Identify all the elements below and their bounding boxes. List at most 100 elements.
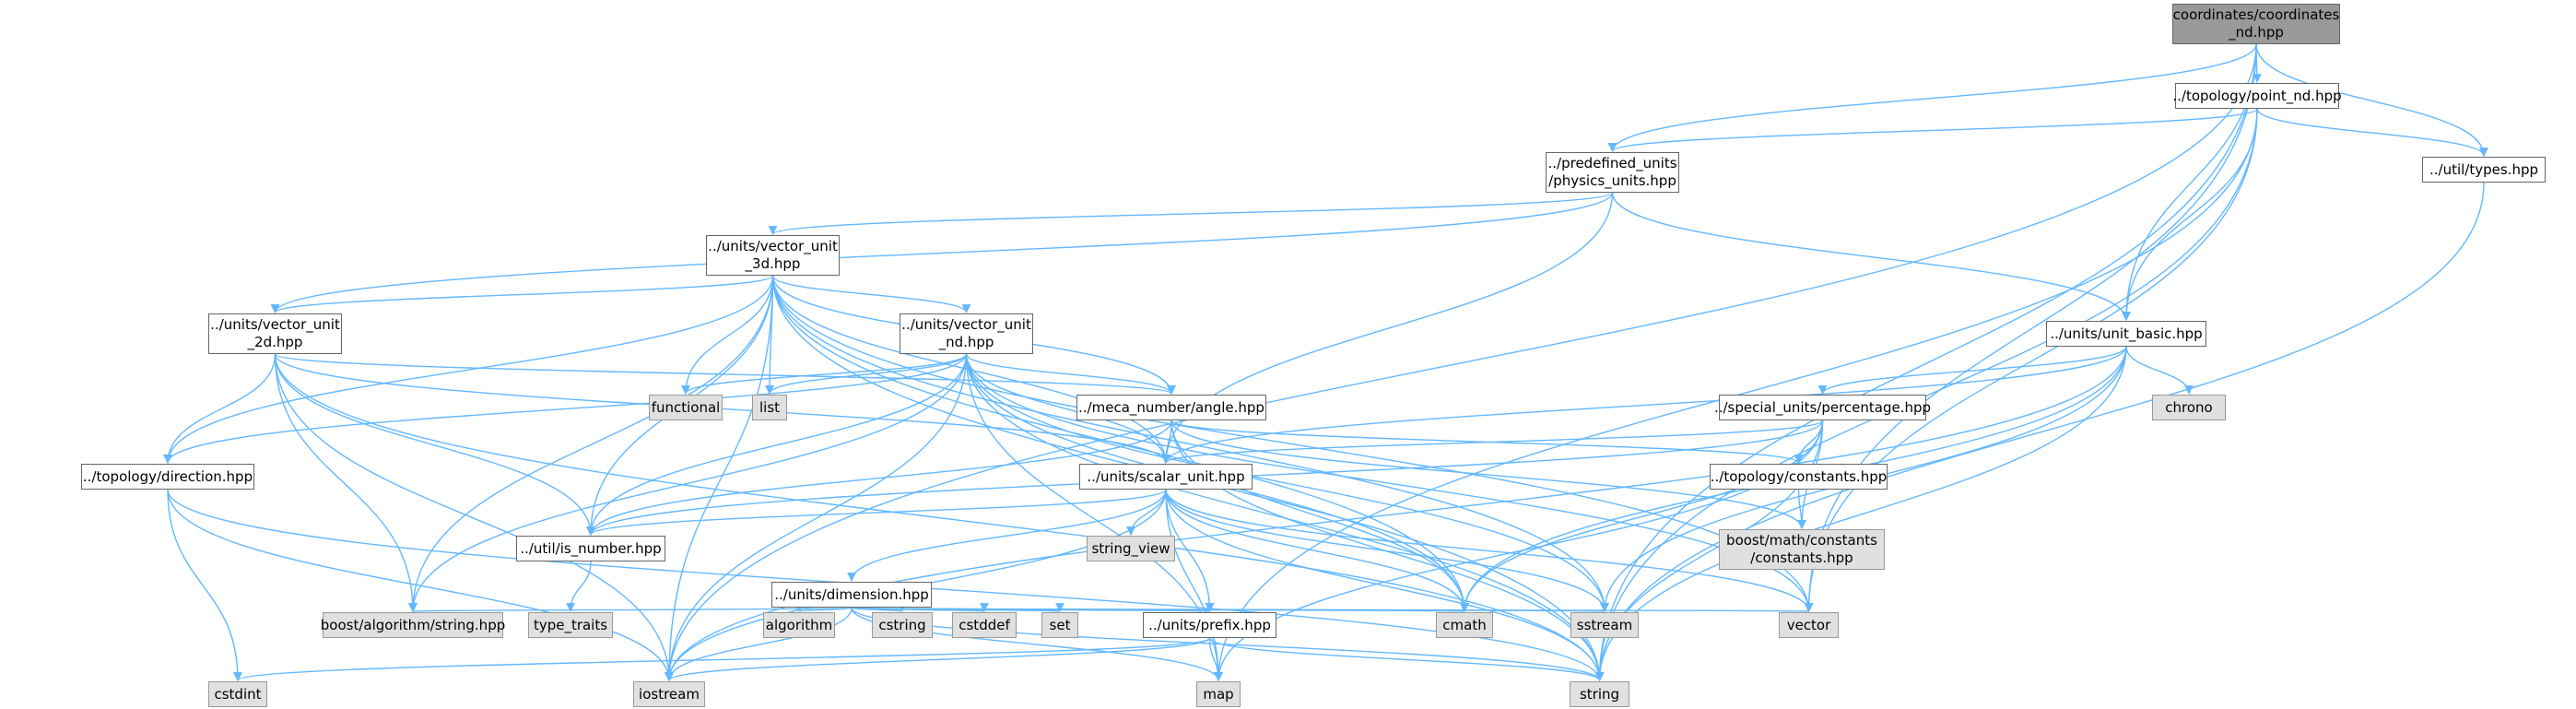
node-vector-unit-3d[interactable]: ../units/vector_unit_3d.hpp (706, 235, 840, 276)
node-constants[interactable]: ../topology/constants.hpp (1710, 464, 1888, 490)
edge-root-to-util-types (2255, 43, 2488, 157)
node-label: ../units/vector_unit (210, 316, 340, 333)
edge-scalar-unit-to-cmath (1165, 489, 1469, 612)
edge-vector-unit-2d-to-direction (163, 353, 276, 464)
node-label: boost/math/constants (1726, 532, 1877, 549)
node-label: ../topology/constants.hpp (1710, 467, 1888, 485)
node-label: iostream (639, 685, 700, 703)
edge-vector-unit-nd-to-direction (163, 353, 968, 464)
edge-root-to-physics-units (1607, 43, 2257, 152)
node-label: _2d.hpp (247, 334, 303, 350)
node-label: ../topology/direction.hpp (82, 467, 253, 485)
node-label: ../units/unit_basic.hpp (2050, 325, 2203, 342)
edge-vector-unit-nd-to-functional (681, 353, 968, 395)
edge-direction-to-iostream (167, 489, 674, 681)
node-unit-basic[interactable]: ../units/unit_basic.hpp (2046, 321, 2206, 347)
edge-angle-to-is-number (586, 419, 1172, 536)
node-util-types[interactable]: ../util/types.hpp (2422, 157, 2546, 183)
node-physics-units[interactable]: ../predefined_units/physics_units.hpp (1546, 152, 1679, 193)
edge-dimension-to-iostream (665, 607, 853, 681)
edge-root-to-vector (1804, 43, 2257, 612)
node-point-nd[interactable]: ../topology/point_nd.hpp (2172, 83, 2342, 109)
edge-util-types-to-string (1594, 182, 2485, 681)
edge-scalar-unit-to-dimension (847, 489, 1167, 582)
node-label: ../units/vector_unit (708, 238, 838, 254)
edge-dimension-to-algorithm (794, 603, 853, 612)
node-label: ../meca_number/angle.hpp (1078, 398, 1264, 416)
edge-point-nd-to-physics-units (1607, 108, 2258, 152)
edge-vector-unit-3d-to-functional (681, 275, 774, 395)
edge-unit-basic-to-percentage (1817, 346, 2127, 395)
node-functional: functional (649, 395, 723, 420)
edge-prefix-to-string (1208, 637, 1605, 681)
node-boost-constants: boost/math/constants/constants.hpp (1719, 529, 1885, 570)
node-set: set (1041, 612, 1078, 638)
node-label: cmath (1442, 616, 1487, 633)
node-chrono: chrono (2152, 395, 2226, 420)
node-label: chrono (2165, 398, 2213, 416)
node-label: _3d.hpp (745, 255, 801, 272)
edge-vector-unit-nd-to-angle (965, 353, 1176, 395)
node-cmath: cmath (1436, 612, 1493, 638)
edge-point-nd-to-util-types (2256, 108, 2488, 157)
node-label: string (1579, 685, 1620, 703)
edge-dimension-to-map (851, 607, 1223, 681)
node-root[interactable]: coordinates/coordinates_nd.hpp (2172, 4, 2340, 44)
node-label: coordinates/coordinates (2172, 6, 2340, 23)
node-percentage[interactable]: ../special_units/percentage.hpp (1714, 395, 1931, 420)
edge-vector-unit-3d-to-boost-string (408, 275, 774, 612)
edge-scalar-unit-to-prefix (1165, 489, 1215, 612)
node-label: type_traits (533, 616, 608, 633)
edge-scalar-unit-to-sstream (1165, 489, 1609, 612)
node-algorithm: algorithm (763, 612, 835, 638)
node-dimension[interactable]: ../units/dimension.hpp (771, 582, 932, 608)
node-prefix[interactable]: ../units/prefix.hpp (1143, 612, 1276, 638)
edge-dimension-to-boost-string (410, 602, 853, 612)
node-label: ../util/is_number.hpp (520, 539, 662, 557)
node-label: ../units/scalar_unit.hpp (1087, 467, 1245, 485)
edge-unit-basic-to-scalar-unit (1161, 346, 2127, 464)
node-label: /physics_units.hpp (1548, 172, 1676, 189)
node-angle[interactable]: ../meca_number/angle.hpp (1076, 395, 1266, 420)
edge-root-to-iostream (665, 43, 2257, 681)
edge-vector-unit-nd-to-list (765, 353, 968, 395)
edge-unit-basic-to-chrono (2125, 346, 2194, 395)
node-label: ../units/prefix.hpp (1148, 616, 1271, 633)
node-vector-unit-2d[interactable]: ../units/vector_unit_2d.hpp (208, 313, 342, 354)
edge-prefix-to-cstdint (233, 637, 1211, 681)
node-vector-unit-nd[interactable]: ../units/vector_unit_nd.hpp (900, 313, 1033, 354)
edge-vector-unit-2d-to-angle (274, 353, 1176, 395)
node-label: ../units/vector_unit (901, 316, 1031, 333)
node-label: cstdint (214, 685, 262, 703)
node-is-number[interactable]: ../util/is_number.hpp (516, 536, 665, 561)
edge-scalar-unit-to-string (1165, 489, 1605, 681)
node-label: sstream (1576, 616, 1633, 633)
edge-prefix-to-map (1208, 637, 1223, 681)
edge-prefix-to-iostream (665, 637, 1211, 681)
edge-scalar-unit-to-map (1165, 489, 1223, 681)
node-label: ../predefined_units (1547, 155, 1677, 171)
node-label: vector (1786, 616, 1831, 633)
node-label: ../topology/point_nd.hpp (2172, 87, 2342, 104)
node-label: boost/algorithm/string.hpp (320, 616, 506, 633)
edge-vector-unit-2d-to-is-number (274, 353, 595, 536)
node-cstddef: cstddef (952, 612, 1017, 638)
node-direction[interactable]: ../topology/direction.hpp (81, 464, 254, 490)
node-label: ../units/dimension.hpp (774, 585, 929, 603)
node-label: functional (651, 398, 721, 416)
node-label: set (1049, 616, 1071, 633)
node-iostream: iostream (633, 681, 705, 707)
edge-unit-basic-to-iostream (665, 346, 2127, 681)
node-cstring: cstring (872, 612, 933, 638)
edge-vector-unit-nd-to-iostream (665, 353, 968, 681)
edge-physics-units-to-vector-unit-3d (768, 192, 1614, 235)
node-scalar-unit[interactable]: ../units/scalar_unit.hpp (1079, 464, 1253, 490)
node-map: map (1196, 681, 1241, 707)
node-vector: vector (1779, 612, 1839, 638)
edge-vector-unit-nd-to-boost-string (408, 353, 968, 612)
edge-scalar-unit-to-is-number (586, 489, 1167, 536)
node-string: string (1570, 681, 1629, 707)
edge-is-number-to-type-traits (566, 561, 592, 612)
